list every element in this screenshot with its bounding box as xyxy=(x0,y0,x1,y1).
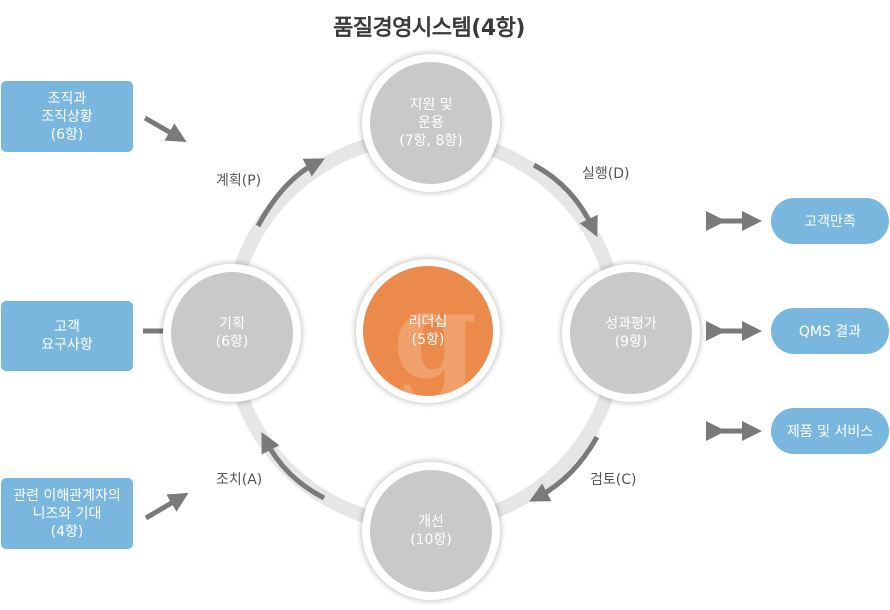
center-leadership: g 리더십 (5항) xyxy=(356,259,500,403)
cycle-arrow-do xyxy=(532,162,598,238)
input-arrow-3 xyxy=(144,492,189,521)
input-arrow-1 xyxy=(143,115,187,142)
output-pill-qms-result: QMS 결과 xyxy=(771,308,889,354)
node-improvement-label: 개선 (10항) xyxy=(410,514,452,548)
input-box-customer: 고객 요구사항 xyxy=(1,301,133,371)
node-improvement: 개선 (10항) xyxy=(362,462,500,600)
phase-check: 검토(C) xyxy=(590,472,637,488)
input-box-stakeholders: 관련 이해관계자의 니즈와 기대 (4항) xyxy=(1,478,133,549)
output-pill-products: 제품 및 서비스 xyxy=(771,408,889,454)
node-evaluation: 성과평가 (9항) xyxy=(562,264,700,402)
logo-watermark-icon: g xyxy=(393,265,477,403)
node-planning: 기획 (6항) xyxy=(163,264,301,402)
output-pill-satisfaction: 고객만족 xyxy=(771,198,889,244)
phase-do: 실행(D) xyxy=(582,166,630,182)
node-planning-label: 기획 (6항) xyxy=(215,316,249,350)
node-support-label: 지원 및 운용 (7항, 8항) xyxy=(399,97,463,149)
phase-plan: 계획(P) xyxy=(216,173,262,189)
center-leadership-label: 리더십 (5항) xyxy=(408,314,448,348)
cycle-arrow-act xyxy=(261,432,326,501)
input-box-context: 조직과 조직상황 (6항) xyxy=(1,81,133,152)
diagram-title: 품질경영시스템(4항) xyxy=(333,16,525,41)
node-support: 지원 및 운용 (7항, 8항) xyxy=(362,54,500,192)
cycle-arrow-check xyxy=(529,435,600,502)
cycle-arrow-plan xyxy=(255,158,325,228)
phase-act: 조치(A) xyxy=(216,472,263,488)
node-evaluation-label: 성과평가 (9항) xyxy=(605,316,657,350)
